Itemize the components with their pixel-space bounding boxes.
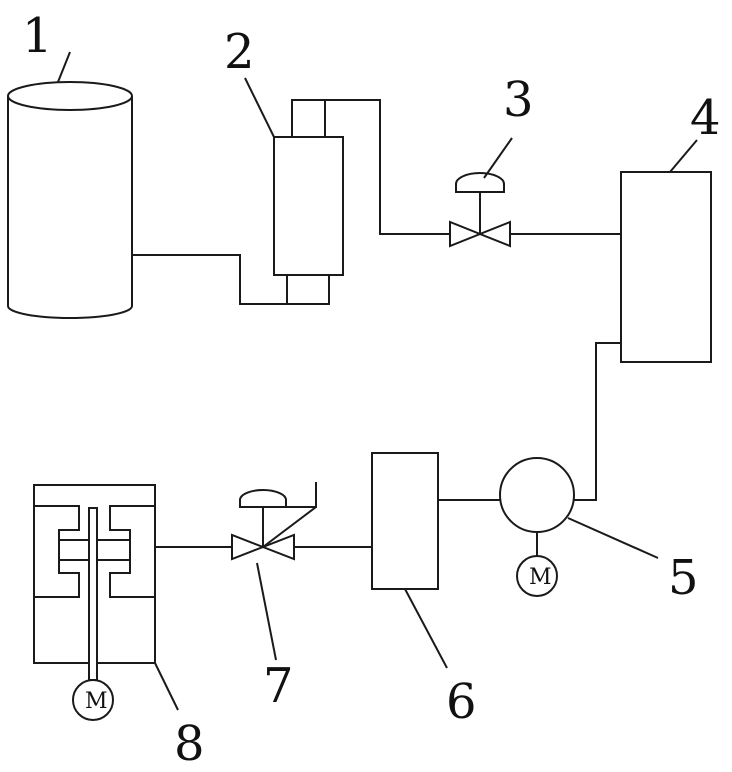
pump-5 [500,458,574,556]
label-8: 8 [174,716,205,772]
unit-6 [372,453,438,589]
leader-line-3 [484,138,512,178]
label-2: 2 [224,24,255,80]
label-5: 5 [668,550,699,606]
label-6: 6 [446,674,477,730]
pipe-vessel-to-pump [574,343,621,500]
leader-line-1 [58,52,70,82]
label-4: 4 [690,90,721,146]
leader-line-2 [245,78,274,137]
label-7: 7 [263,658,294,714]
label-3: 3 [503,72,534,128]
mixer-motor: M [73,680,113,720]
pump-motor-label: M [529,565,552,590]
filter-unit [274,100,343,304]
leader-line-6 [405,589,447,668]
mixer-motor-label: M [85,689,108,714]
storage-tank [8,82,132,318]
vessel-4 [621,172,711,362]
leader-line-7 [257,563,276,660]
label-1: 1 [22,8,53,64]
pump-motor: M [517,556,557,596]
leader-line-8 [155,663,178,710]
leader-line-5 [568,518,658,558]
pipe-tank-to-filter [132,255,287,304]
mixer-8 [34,485,155,680]
control-valve-3 [450,173,510,246]
